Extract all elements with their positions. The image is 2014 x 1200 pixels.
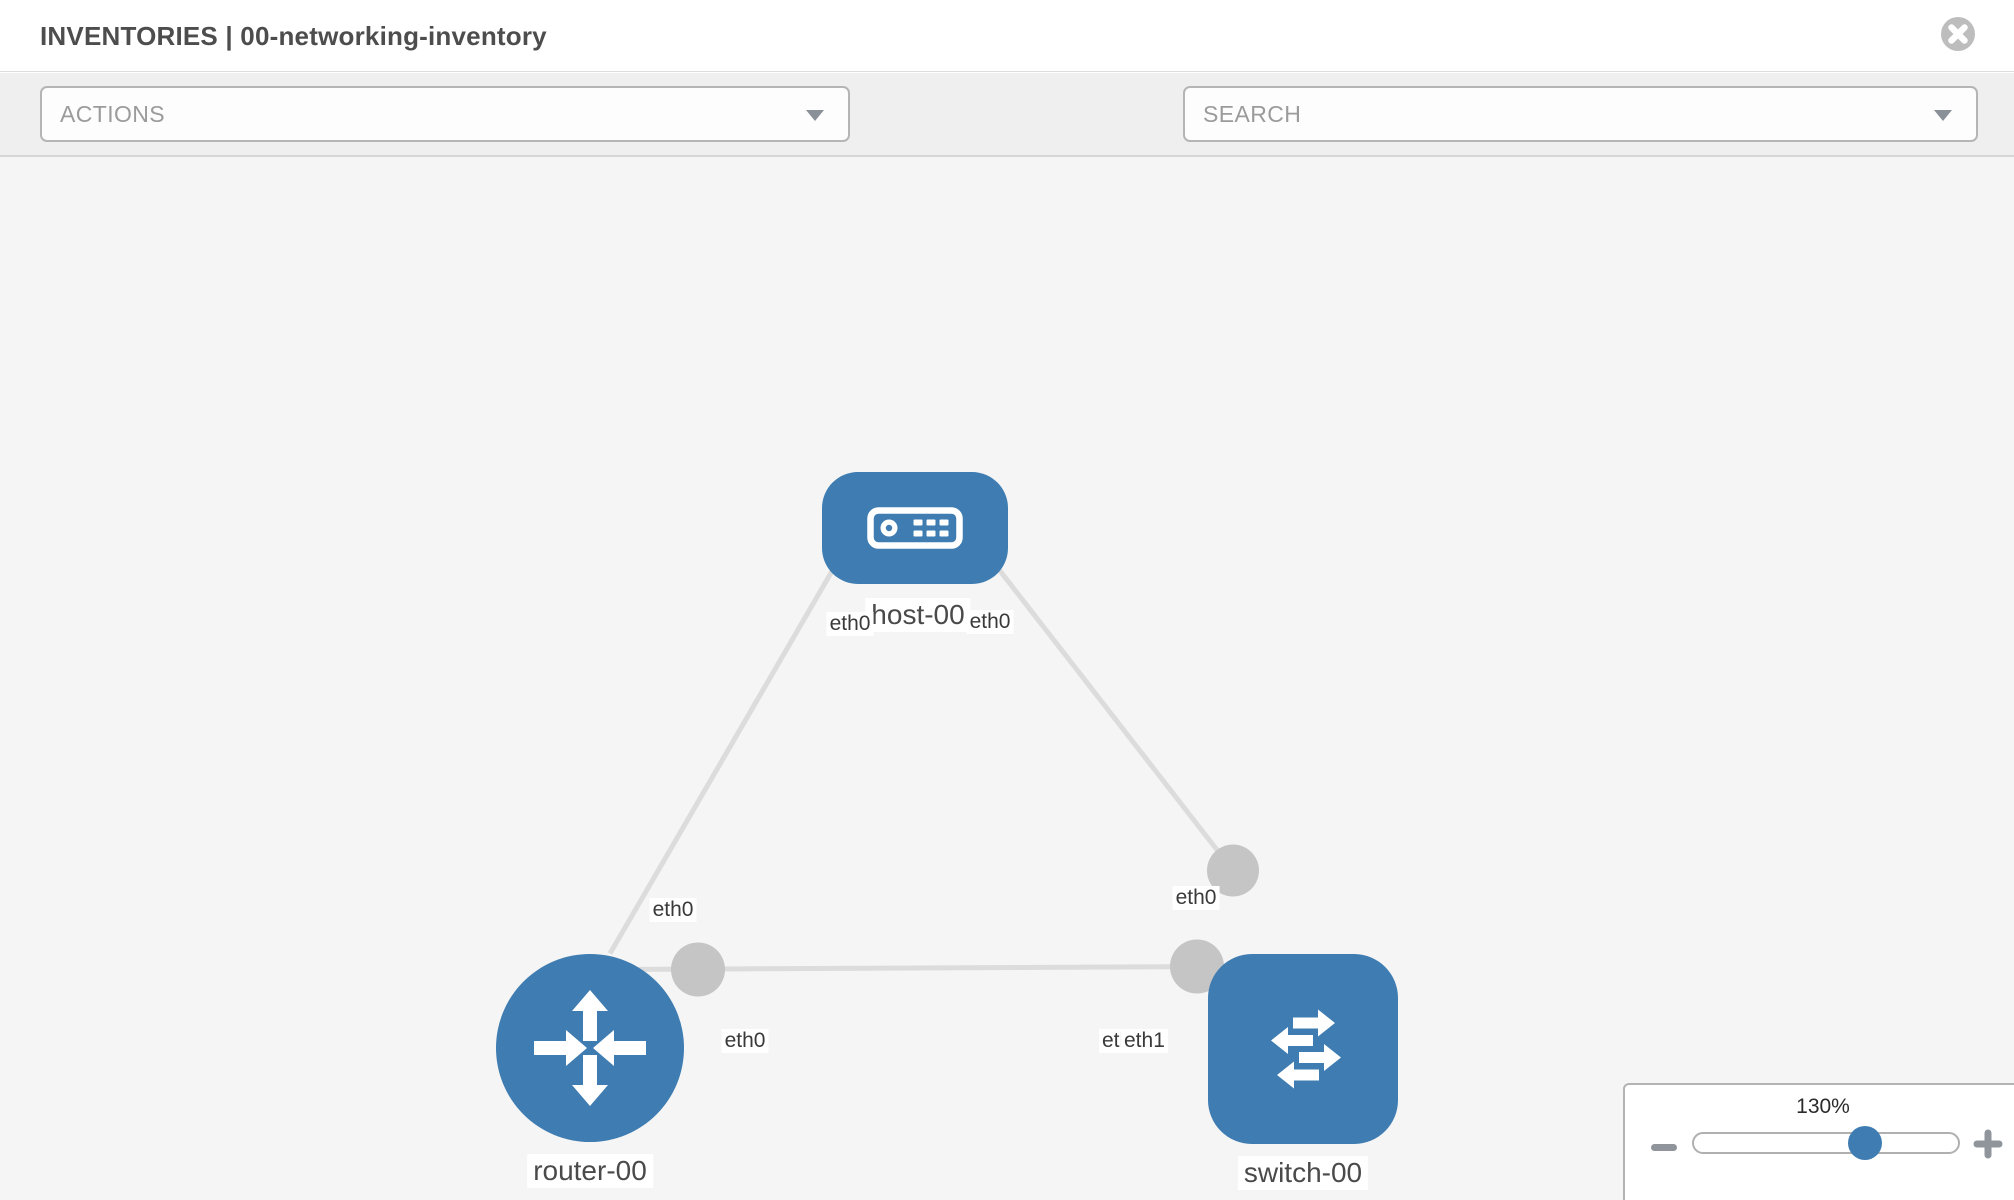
node-host-00[interactable] [822,472,1008,584]
router-arrows-icon [534,990,646,1106]
interface-label-host-switch-host: eth0 [966,610,1014,634]
header: INVENTORIES | 00-networking-inventory [0,0,2014,72]
zoom-slider-thumb[interactable] [1848,1126,1882,1160]
node-label-router: router-00 [527,1154,653,1188]
chevron-down-icon [806,110,824,121]
toolbar: ACTIONS SEARCH [0,73,2014,204]
chevron-down-icon [1934,110,1952,121]
x-circle-icon [1941,17,1975,51]
server-icon [867,507,963,549]
plus-icon [1973,1129,2003,1159]
interface-label-router-switch-switch: eth1 [1121,1029,1168,1053]
node-label-switch: switch-00 [1237,1156,1369,1190]
zoom-level-label: 130% [1796,1095,1850,1118]
actions-dropdown-label: ACTIONS [60,101,166,127]
search-input-placeholder: SEARCH [1203,101,1302,127]
page-title: INVENTORIES | 00-networking-inventory [40,21,547,51]
interface-label-host-router-router: eth0 [649,898,697,922]
interface-label-router-switch-router: eth0 [721,1029,769,1053]
zoom-panel: 130% [1623,1083,2014,1200]
search-dropdown[interactable]: SEARCH [1183,86,1978,142]
zoom-in-button[interactable] [1973,1129,2003,1159]
node-switch-00[interactable] [1208,954,1398,1144]
topology-canvas[interactable]: host-00 router-00 switch-00 eth0 eth0 et… [0,157,2014,1200]
interface-circle-router-eth0[interactable] [671,942,725,997]
minus-icon [1651,1144,1677,1151]
node-router-00[interactable] [496,954,684,1142]
interface-circle-switch-eth0[interactable] [1207,844,1259,897]
switch-arrows-icon [1271,1009,1341,1089]
actions-dropdown[interactable]: ACTIONS [40,86,850,142]
close-button[interactable] [1940,16,1976,52]
zoom-out-button[interactable] [1651,1136,1681,1154]
zoom-slider-track[interactable] [1692,1132,1960,1154]
node-label-host: host-00 [865,598,971,632]
topology-links-layer [599,483,1259,997]
interface-label-host-switch-switch: eth0 [1172,886,1220,910]
interface-label-host-router-host: eth0 [826,612,874,636]
